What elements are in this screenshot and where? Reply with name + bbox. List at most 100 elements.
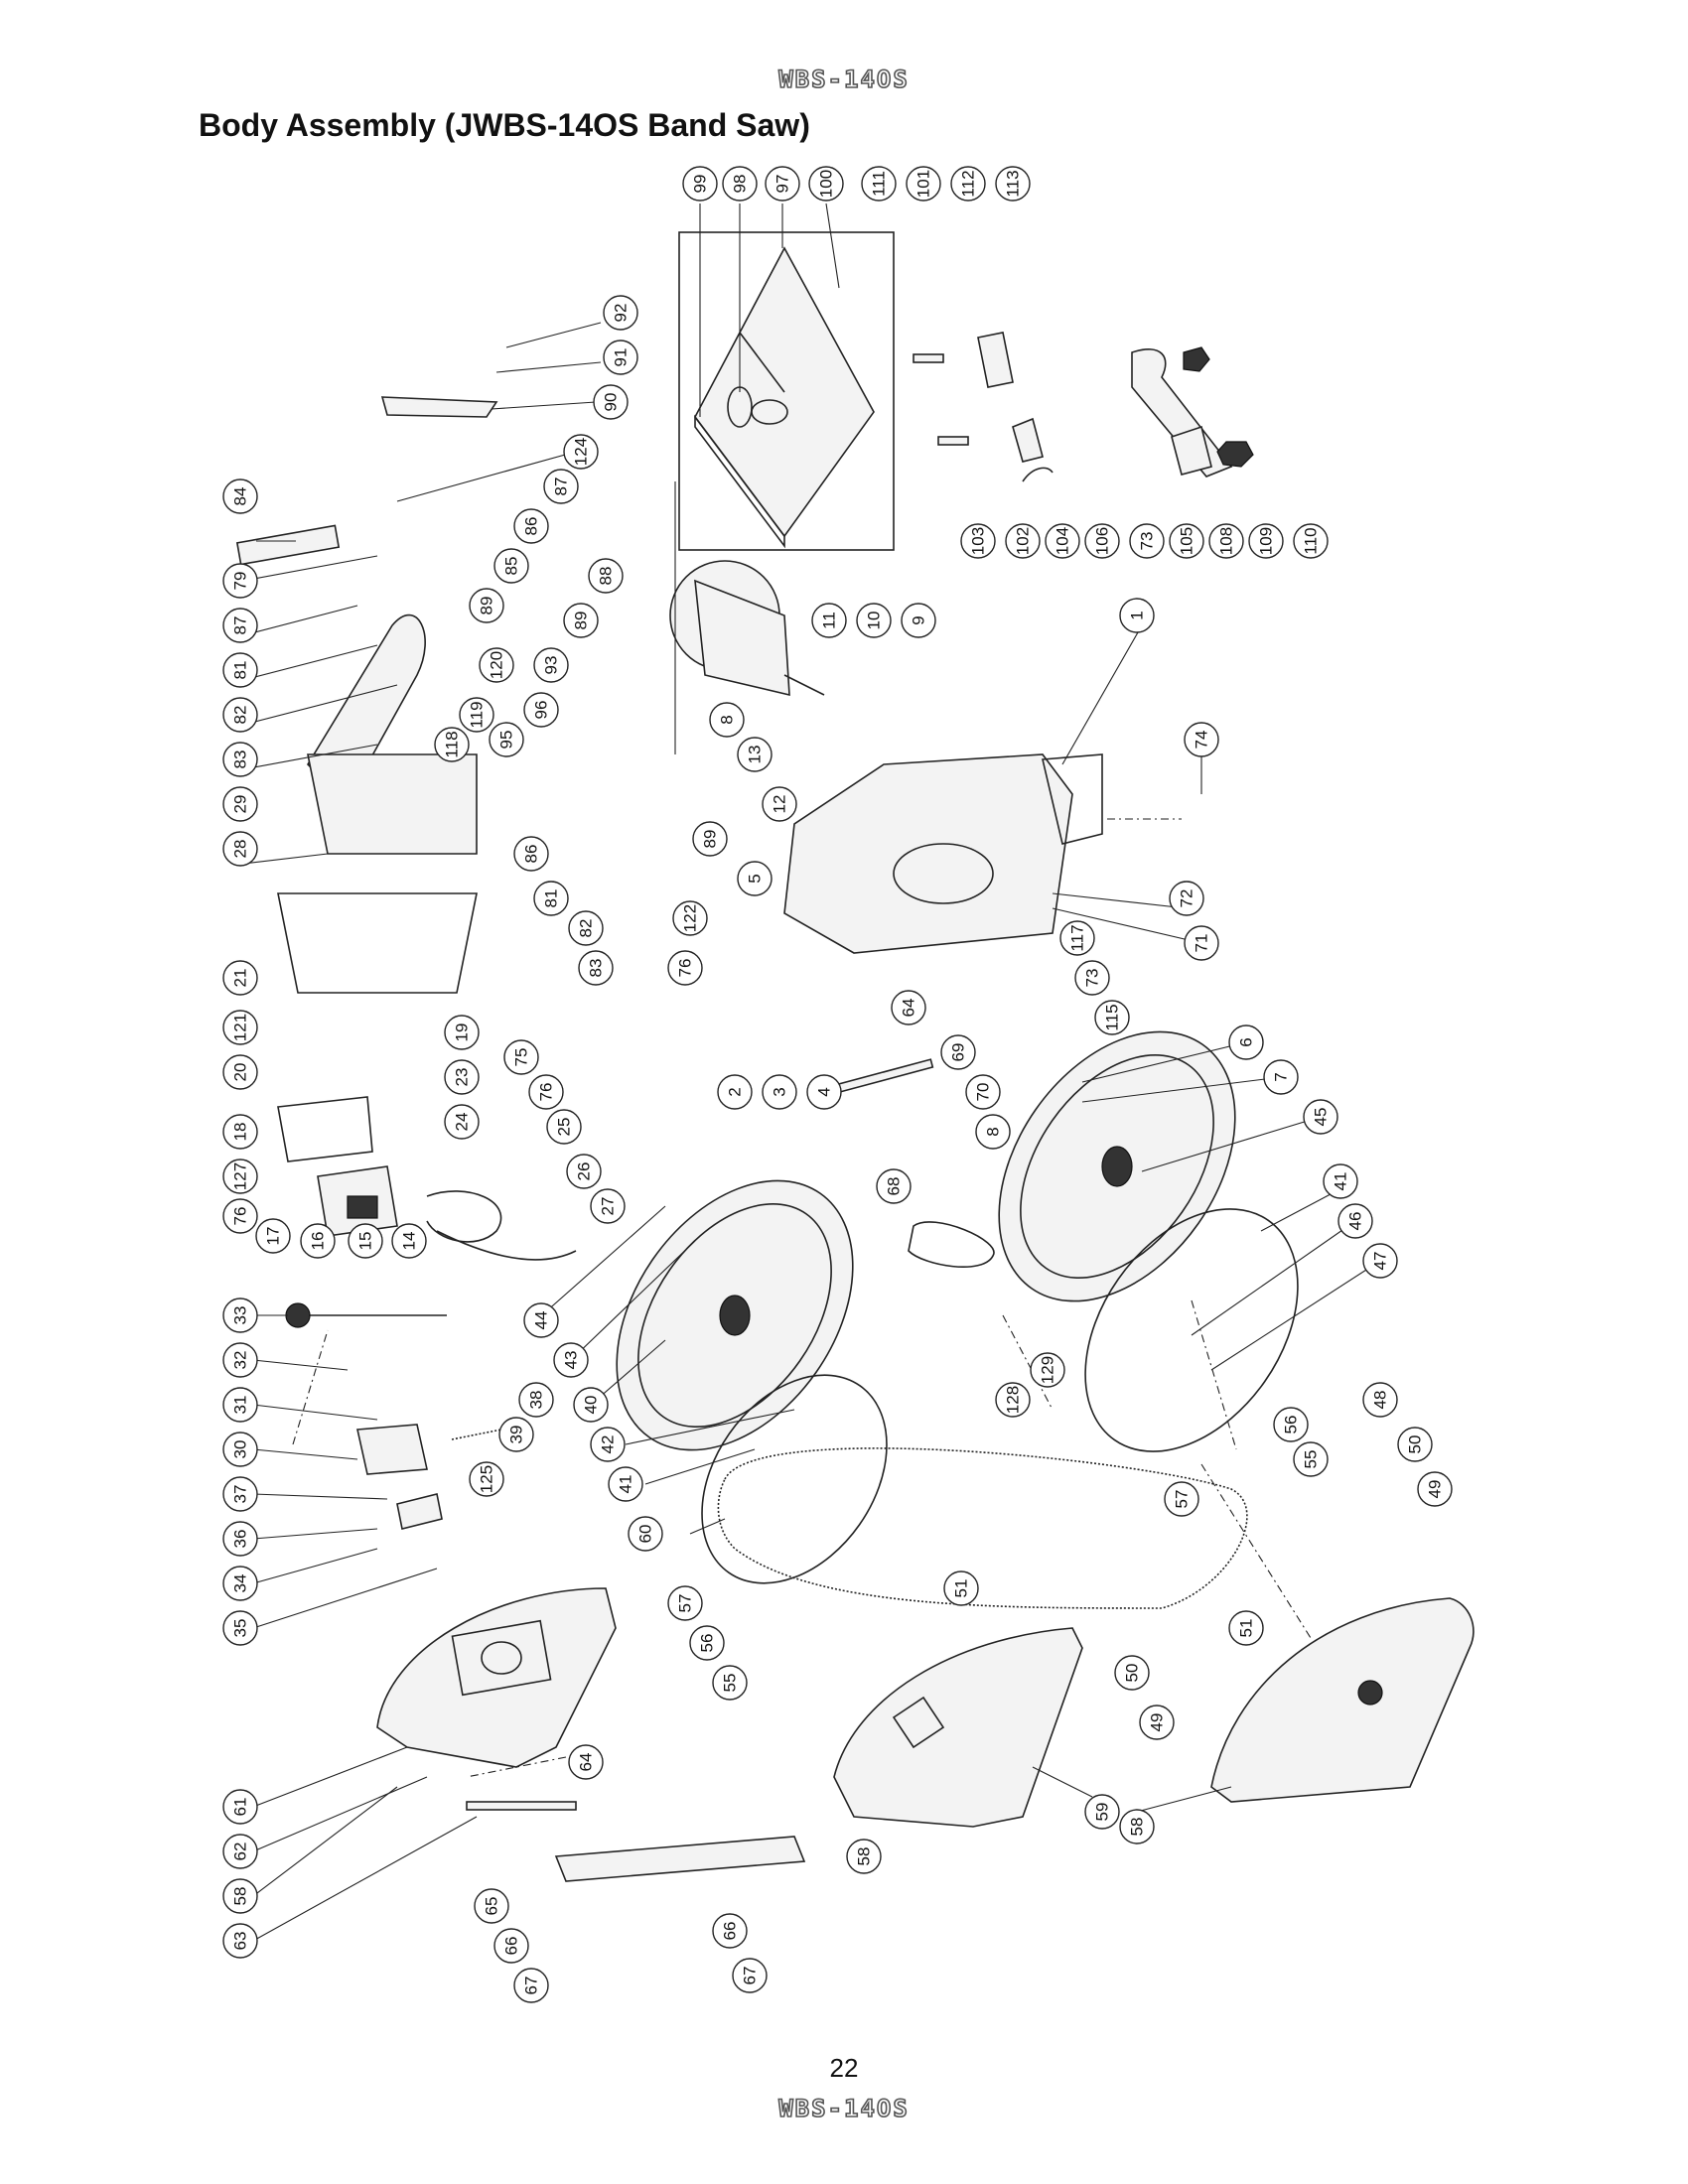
callout-39: 39 <box>498 1417 534 1452</box>
callout-circle <box>459 697 494 733</box>
callout-leaders <box>242 203 1381 1942</box>
callout-label: 110 <box>1302 527 1321 554</box>
callout-circle <box>513 1968 549 2003</box>
callout-34: 34 <box>222 1566 258 1601</box>
callout-label: 31 <box>231 1396 250 1415</box>
callout-circle <box>255 1218 291 1254</box>
callout-circle <box>222 1789 258 1825</box>
callout-4: 4 <box>806 1074 842 1110</box>
callout-circle <box>222 1159 258 1194</box>
callout-label: 49 <box>1426 1480 1445 1499</box>
callout-label: 20 <box>231 1063 250 1082</box>
callout-circle <box>712 1665 748 1701</box>
callout-circle <box>808 166 844 202</box>
callout-58: 58 <box>222 1878 258 1914</box>
callout-label: 58 <box>855 1847 874 1866</box>
main-frame-drawing <box>783 753 1103 954</box>
callout-9: 9 <box>901 603 936 638</box>
callout-label: 102 <box>1014 527 1033 555</box>
callout-118: 118 <box>434 727 470 762</box>
callout-label: 75 <box>512 1048 531 1067</box>
callout-circle <box>493 1928 529 1964</box>
callout-51: 51 <box>1228 1610 1264 1646</box>
callout-105: 105 <box>1169 523 1204 559</box>
callout-label: 81 <box>542 889 561 908</box>
callout-125: 125 <box>469 1461 504 1497</box>
callout-circle <box>444 1104 480 1140</box>
callout-15: 15 <box>348 1223 383 1259</box>
tension-assembly-drawing <box>285 1302 502 1530</box>
callout-120: 120 <box>479 647 514 683</box>
callout-label: 38 <box>527 1391 546 1410</box>
callout-79: 79 <box>222 563 258 599</box>
callout-61: 61 <box>222 1789 258 1825</box>
callout-128: 128 <box>995 1382 1031 1418</box>
callout-62: 62 <box>222 1834 258 1869</box>
callout-25: 25 <box>546 1109 582 1145</box>
callout-circle <box>222 1114 258 1150</box>
callout-label: 125 <box>478 1465 496 1493</box>
title-mask <box>194 111 606 137</box>
callout-circle <box>563 434 599 470</box>
callout-circle <box>995 166 1031 202</box>
callout-circle <box>498 1417 534 1452</box>
callout-circle <box>444 1059 480 1095</box>
callout-circle <box>222 1834 258 1869</box>
callout-circle <box>846 1839 882 1874</box>
upper-wheel-drawing <box>998 1030 1236 1302</box>
callout-circle <box>1084 523 1120 559</box>
callout-41: 41 <box>1323 1163 1358 1199</box>
callout-circle <box>222 1566 258 1601</box>
callout-label: 36 <box>231 1530 250 1549</box>
callout-32: 32 <box>222 1342 258 1378</box>
callout-75: 75 <box>503 1039 539 1075</box>
tire-drawing <box>701 1208 1299 1584</box>
callout-circle <box>222 1342 258 1378</box>
callout-99: 99 <box>682 166 718 202</box>
callout-65: 65 <box>474 1888 509 1924</box>
callout-circle <box>940 1034 976 1070</box>
callout-circle <box>1164 1481 1199 1517</box>
callout-42: 42 <box>590 1427 626 1462</box>
callout-67: 67 <box>513 1968 549 2003</box>
callout-label: 64 <box>577 1753 596 1772</box>
callout-circle <box>222 1432 258 1467</box>
callout-label: 29 <box>231 795 250 814</box>
callout-circle <box>528 1074 564 1110</box>
callout-circle <box>222 1610 258 1646</box>
lower-left-cover-drawing <box>376 1587 617 1768</box>
callout-label: 21 <box>231 969 250 988</box>
callout-label: 56 <box>698 1634 717 1653</box>
callout-5: 5 <box>737 861 773 896</box>
callout-label: 10 <box>865 612 884 630</box>
callout-circle <box>765 166 800 202</box>
callout-label: 67 <box>741 1967 760 1985</box>
callout-58: 58 <box>846 1839 882 1874</box>
callout-38: 38 <box>518 1382 554 1418</box>
callout-label: 47 <box>1371 1252 1390 1271</box>
callout-3: 3 <box>762 1074 797 1110</box>
callout-label: 50 <box>1406 1435 1425 1454</box>
callout-circle <box>901 603 936 638</box>
callout-circle <box>1273 1407 1309 1442</box>
callout-66: 66 <box>493 1928 529 1964</box>
callout-circle <box>222 563 258 599</box>
callout-circle <box>1114 1655 1150 1691</box>
callout-circle <box>568 1744 604 1780</box>
callout-60: 60 <box>628 1516 663 1552</box>
callout-circle <box>513 508 549 544</box>
callout-label: 42 <box>599 1435 618 1454</box>
callout-label: 49 <box>1148 1713 1167 1732</box>
callout-71: 71 <box>1184 925 1219 961</box>
callout-56: 56 <box>689 1625 725 1661</box>
callout-11: 11 <box>811 603 847 638</box>
callout-circle <box>348 1223 383 1259</box>
callout-circle <box>546 1109 582 1145</box>
callout-circle <box>1362 1382 1398 1418</box>
callout-91: 91 <box>603 340 638 375</box>
callout-circle <box>523 1302 559 1338</box>
callout-108: 108 <box>1208 523 1244 559</box>
callout-label: 65 <box>483 1897 501 1916</box>
